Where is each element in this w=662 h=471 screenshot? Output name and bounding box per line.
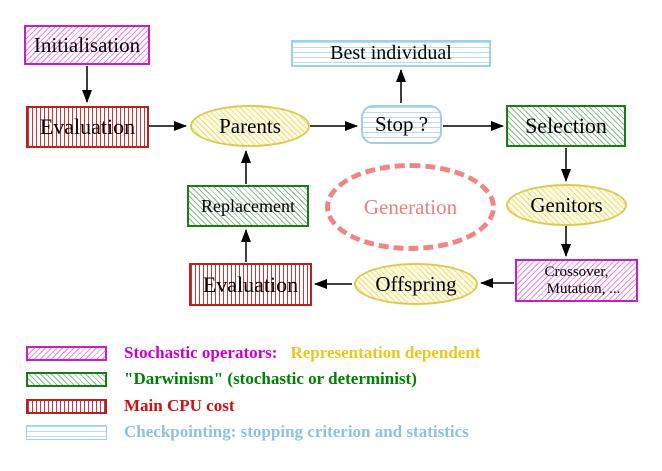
legend-cpu-cost-label: Main CPU cost xyxy=(124,396,235,415)
node-offspring: Offspring xyxy=(354,263,478,305)
green-hatch-swatch xyxy=(26,371,107,387)
crossover-label-line2: Mutation, ... xyxy=(546,280,621,297)
node-genitors: Genitors xyxy=(506,184,627,226)
node-crossover-mutation: Crossover, Mutation, ... xyxy=(515,259,638,302)
cyan-stripes-swatch xyxy=(26,424,107,440)
legend-row-checkpointing: Checkpointing: stopping criterion and st… xyxy=(26,422,469,441)
legend-representation-label: Representation dependent xyxy=(290,343,481,362)
legend-row-darwinism: "Darwinism" (stochastic or determinist) xyxy=(26,369,417,388)
magenta-hatch-swatch xyxy=(26,345,107,361)
red-stripes-swatch xyxy=(26,398,107,414)
crossover-label-line1: Crossover, xyxy=(544,263,609,280)
node-selection: Selection xyxy=(506,105,626,147)
node-initialisation: Initialisation xyxy=(24,25,150,65)
node-replacement: Replacement xyxy=(187,185,309,227)
node-parents: Parents xyxy=(190,105,310,147)
node-evaluation-bottom: Evaluation xyxy=(189,263,312,306)
legend-row-cpu-cost: Main CPU cost xyxy=(26,396,235,415)
node-generation-dashed-ellipse: Generation xyxy=(325,163,496,251)
legend-row-stochastic: Stochastic operators: Representation depe… xyxy=(26,343,481,362)
legend-checkpointing-label: Checkpointing: stopping criterion and st… xyxy=(124,422,469,441)
node-stop: Stop ? xyxy=(361,105,442,144)
node-best-individual: Best individual xyxy=(291,40,491,67)
node-evaluation-top: Evaluation xyxy=(26,106,149,148)
legend-stochastic-label: Stochastic operators: xyxy=(124,343,278,362)
legend-darwinism-label: "Darwinism" (stochastic or determinist) xyxy=(124,369,417,388)
